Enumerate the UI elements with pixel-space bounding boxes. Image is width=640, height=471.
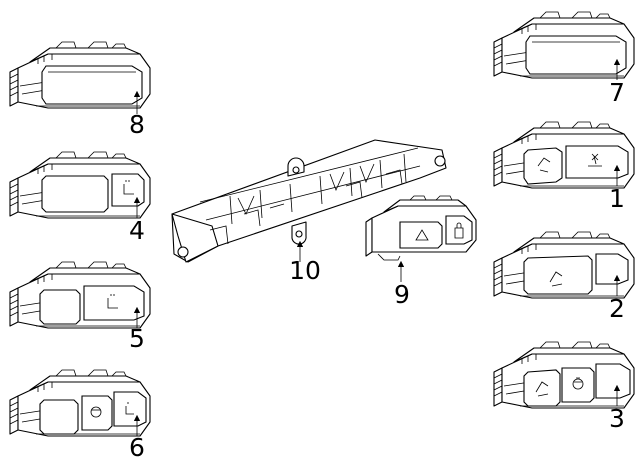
lock-icon (454, 222, 464, 239)
steering-heat-icon (572, 377, 584, 390)
callout-3: 3 (609, 404, 625, 433)
hazard-icon (415, 229, 429, 241)
callout-10: 10 (289, 256, 321, 285)
callout-2: 2 (609, 294, 625, 323)
callout-6: 6 (129, 433, 145, 462)
seat-heat-icon (107, 294, 118, 309)
callout-4: 4 (129, 216, 145, 245)
seat-heat-icon (125, 402, 134, 415)
seat-heat-icon (123, 180, 134, 195)
switch-assembly-8 (9, 41, 151, 109)
callout-8: 8 (129, 110, 145, 139)
seat-heat-icon (535, 381, 549, 397)
callout-1: 1 (609, 184, 625, 213)
callout-9: 9 (394, 280, 410, 309)
seat-heat-icon (549, 271, 563, 287)
switch-assembly-6 (9, 369, 151, 437)
switch-assembly-3 (493, 341, 635, 409)
switch-assembly-4 (9, 151, 151, 219)
seat-heat-icon (537, 157, 551, 173)
switch-assembly-2 (493, 231, 635, 299)
callout-5: 5 (129, 324, 145, 353)
callout-7: 7 (609, 78, 625, 107)
switch-assembly-9 (365, 195, 477, 261)
steering-heat-icon (90, 406, 102, 418)
switch-assembly-7 (493, 11, 635, 79)
switch-assembly-1 (493, 121, 635, 189)
bracket-10 (171, 139, 447, 263)
fan-icon (588, 153, 602, 167)
switch-assembly-5 (9, 261, 151, 329)
